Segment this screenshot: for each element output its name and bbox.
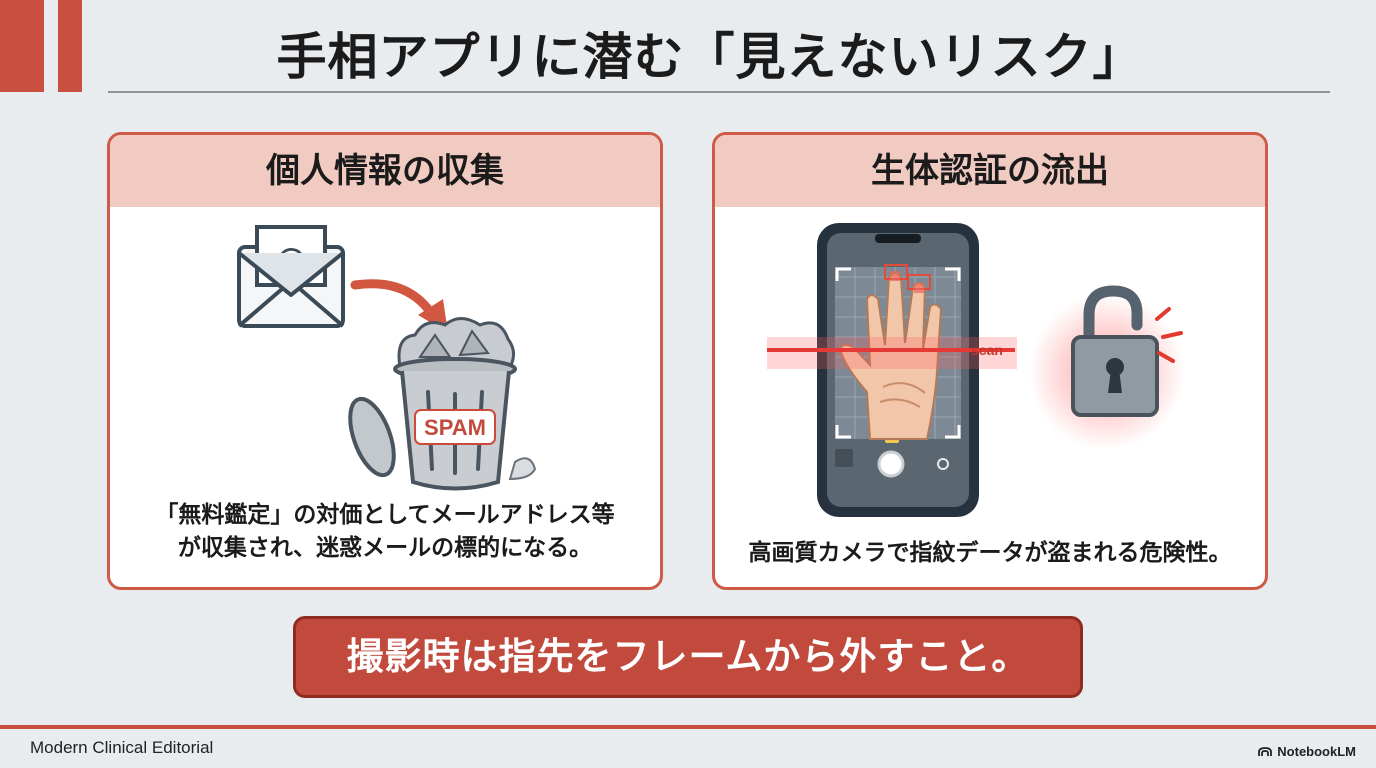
corner-accent-bar	[58, 0, 82, 92]
title-divider	[108, 91, 1330, 93]
card-biometric-leak: 生体認証の流出	[712, 132, 1268, 590]
page-title: 手相アプリに潜む「見えないリスク」	[276, 28, 1144, 86]
hand-icon	[838, 264, 943, 440]
card-heading: 個人情報の収集	[110, 135, 660, 207]
notebooklm-icon	[1258, 746, 1273, 756]
callout-banner: 撮影時は指先をフレームから外すこと。	[293, 616, 1083, 698]
spam-badge: SPAM	[424, 415, 486, 440]
scan-beam	[767, 337, 1017, 369]
notebooklm-logo: NotebookLM	[1258, 744, 1356, 759]
card-heading: 生体認証の流出	[715, 135, 1265, 207]
scan-label: scan	[971, 342, 1003, 358]
trash-can-icon: SPAM	[348, 317, 537, 491]
card-body: @ SPAM 「無料鑑定」の対価として	[110, 207, 660, 587]
brand-name: NotebookLM	[1277, 744, 1356, 759]
footer-label: Modern Clinical Editorial	[30, 738, 214, 757]
spam-illustration: @ SPAM	[237, 225, 537, 491]
fingerprint-illustration: scan	[767, 223, 1185, 517]
corner-accent-bar	[0, 0, 44, 92]
email-icon: @	[237, 225, 345, 328]
card-body: scan 高画質カメラで指紋データが盗まれる危険性。	[715, 207, 1265, 587]
card-caption: 高画質カメラで指紋データが盗まれる危険性。	[748, 540, 1232, 566]
unlocked-padlock-icon	[1029, 285, 1185, 450]
card-personal-info: 個人情報の収集 @	[107, 132, 663, 590]
footer-divider	[0, 725, 1376, 729]
card-caption: 「無料鑑定」の対価としてメールアドレス等 が収集され、迷惑メールの標的になる。	[155, 502, 615, 561]
